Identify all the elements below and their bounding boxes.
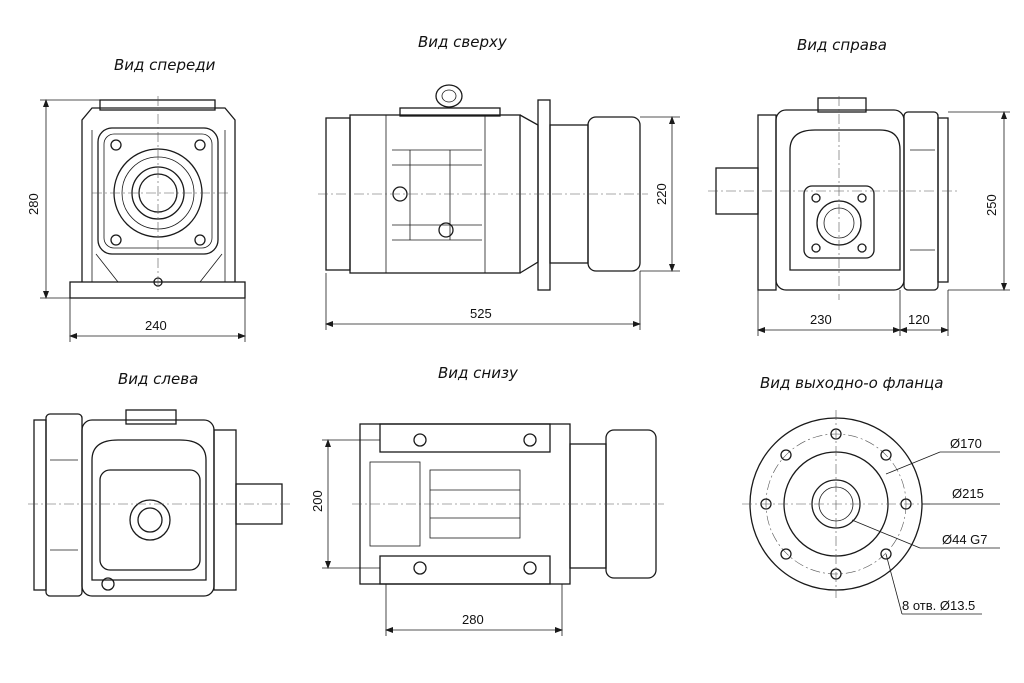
bottom-view-title: Вид снизу xyxy=(438,364,519,382)
flange-hole xyxy=(780,449,792,461)
front-view-title: Вид спереди xyxy=(114,56,216,74)
front-bolt xyxy=(110,139,122,151)
right-housing xyxy=(775,109,905,291)
front-bolt xyxy=(110,234,122,246)
top-view: Вид сверху 220 525 xyxy=(318,33,680,330)
left-motor-end xyxy=(45,413,83,597)
front-bolt xyxy=(194,234,206,246)
left-view-title: Вид слева xyxy=(118,370,198,388)
top-length-dim: 525 xyxy=(470,306,492,321)
flange-dim-d1: Ø170 xyxy=(950,436,982,451)
right-view: Вид справа 250 230 120 xyxy=(708,36,1010,336)
top-flange-plate xyxy=(537,99,551,291)
front-top-plate xyxy=(99,99,216,111)
flange-dim-d2: Ø215 xyxy=(952,486,984,501)
bottom-mount-hole xyxy=(413,561,427,575)
bottom-mount-hole xyxy=(523,433,537,447)
flange-hole xyxy=(880,548,892,560)
flange-hole xyxy=(880,449,892,461)
right-height-dim: 250 xyxy=(984,194,999,216)
flange-dim-holes: 8 отв. Ø13.5 xyxy=(902,598,975,613)
bottom-mount-hole xyxy=(523,561,537,575)
flange-dim-d3: Ø44 G7 xyxy=(942,532,988,547)
right-view-title: Вид справа xyxy=(797,36,887,54)
flange-hole xyxy=(780,548,792,560)
front-height-dim: 280 xyxy=(26,193,41,215)
left-plug xyxy=(101,577,115,591)
front-view: Вид спереди 280 240 xyxy=(26,56,246,342)
top-view-title: Вид сверху xyxy=(418,33,508,51)
flange-view: Вид выходно-о фланца Ø170 Ø215 Ø44 G7 8 … xyxy=(742,374,1000,615)
flange-view-title: Вид выходно-о фланца xyxy=(760,374,943,392)
front-base xyxy=(69,281,246,299)
right-offset-dim: 120 xyxy=(908,312,930,327)
top-height-dim: 220 xyxy=(654,183,669,205)
right-motor-end xyxy=(903,111,939,291)
bottom-width-dim: 280 xyxy=(462,612,484,627)
bottom-mount-hole xyxy=(413,433,427,447)
bottom-height-dim: 200 xyxy=(310,490,325,512)
top-eye-bolt xyxy=(435,84,463,108)
front-housing xyxy=(81,107,236,282)
left-view: Вид слева xyxy=(28,370,290,597)
left-bore xyxy=(129,499,171,541)
bottom-view: Вид снизу 200 280 xyxy=(310,364,664,636)
front-bolt xyxy=(194,139,206,151)
front-width-dim: 240 xyxy=(145,318,167,333)
top-plug xyxy=(438,222,454,238)
right-width-dim: 230 xyxy=(810,312,832,327)
